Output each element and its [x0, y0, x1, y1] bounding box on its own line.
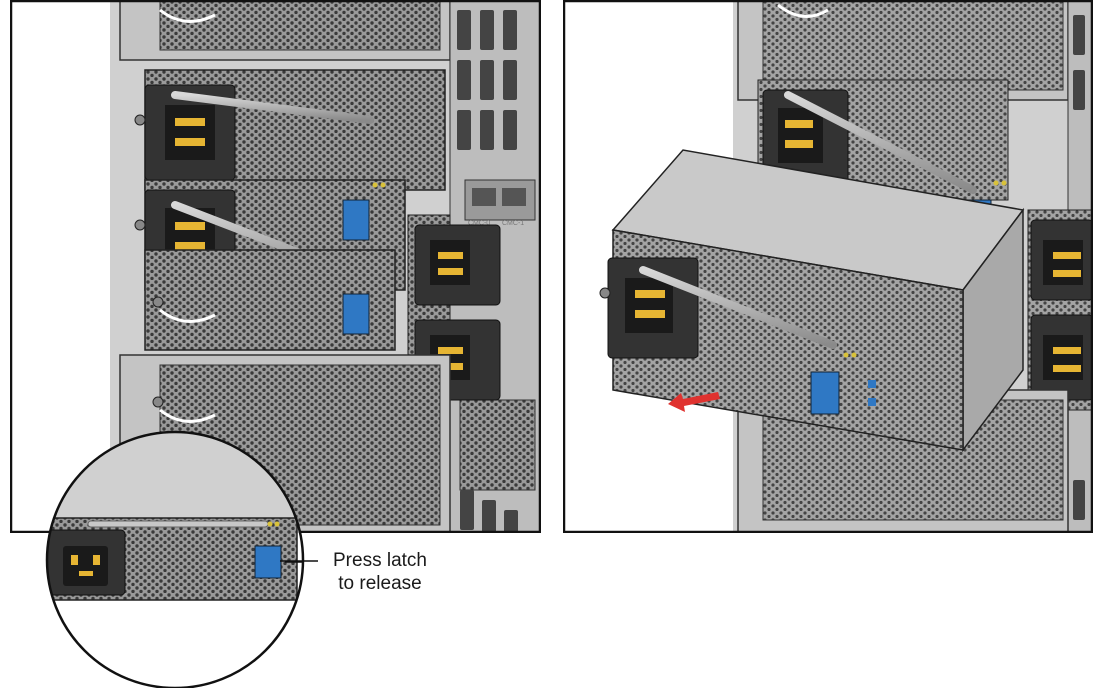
callout-label: Press latch to release — [318, 549, 442, 595]
psu-removal-view-panel — [563, 0, 1093, 533]
callout-line-2: to release — [318, 572, 442, 595]
callout-line-1: Press latch — [318, 549, 442, 572]
callout-leader-line — [280, 555, 320, 565]
psu-module-3[interactable] — [145, 250, 395, 350]
release-latch-2[interactable] — [343, 200, 369, 240]
release-latch-3[interactable] — [343, 294, 369, 334]
release-latch-extracted[interactable] — [811, 372, 839, 414]
upper-drive-bay — [120, 0, 450, 60]
release-latch-closeup[interactable] — [255, 546, 281, 578]
cmc-label-b: CMC-1 — [502, 220, 524, 227]
psu-module-1[interactable] — [135, 70, 445, 190]
magnifier-callout — [23, 418, 328, 688]
